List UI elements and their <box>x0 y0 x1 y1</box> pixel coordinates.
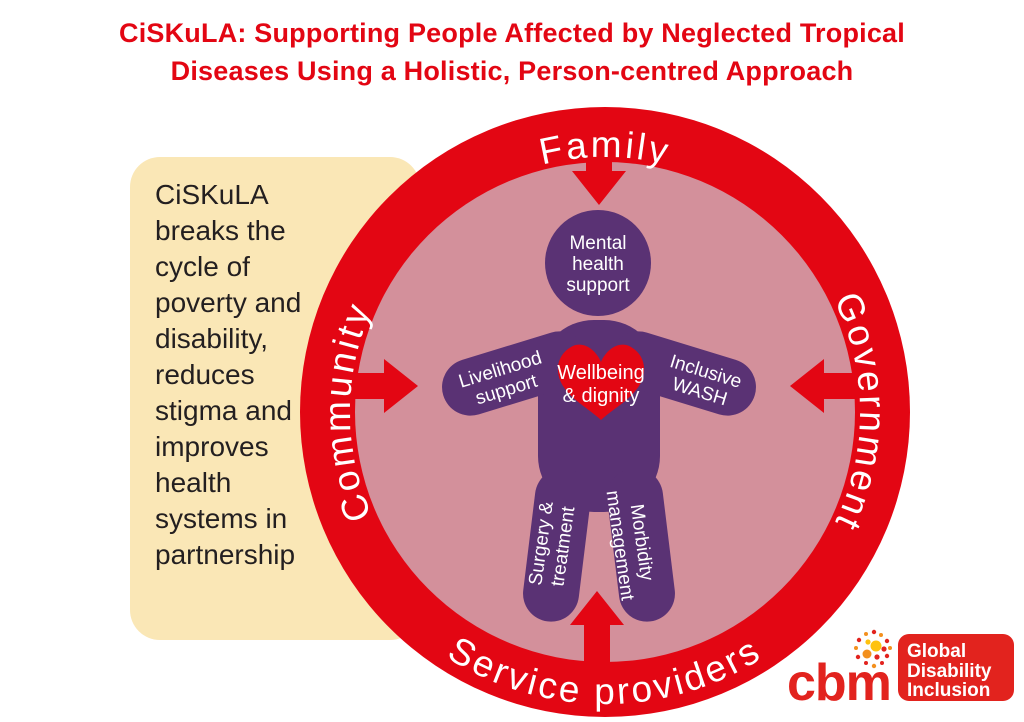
info-box-text: CiSKuLA breaks the cycle of poverty and … <box>155 179 302 570</box>
arrow-bottom-icon <box>570 591 624 686</box>
page-title: CiSKuLA: Supporting People Affected by N… <box>0 14 1024 90</box>
arrow-left-icon <box>323 359 418 413</box>
inward-arrows <box>323 110 885 686</box>
arrow-right-icon <box>790 359 885 413</box>
arrow-top-icon <box>572 110 626 205</box>
gdi-badge <box>898 634 1014 701</box>
heart-icon <box>557 344 645 420</box>
person-right-arm <box>610 331 756 416</box>
heart-label-line2: & dignity <box>563 385 640 407</box>
page-title-line2: Diseases Using a Holistic, Person-centre… <box>170 56 854 86</box>
page-title-line1: CiSKuLA: Supporting People Affected by N… <box>119 18 905 48</box>
head-label-line1: Mental <box>569 233 626 254</box>
person-left-arm <box>442 331 588 416</box>
cbm-logo: cbm Global Disability Inclusion <box>787 629 1014 712</box>
heart-label: Wellbeing & dignity <box>557 362 644 407</box>
gdi-badge-line1: Global <box>907 641 966 662</box>
head-label-line2: health <box>572 254 624 275</box>
person-figure <box>442 210 756 622</box>
person-left-leg <box>523 468 591 622</box>
gdi-badge-line3: Inclusion <box>907 680 990 701</box>
head-label-line3: support <box>566 275 630 296</box>
cbm-wordmark: cbm <box>787 654 891 712</box>
heart-label-line1: Wellbeing <box>557 362 644 384</box>
cbm-starburst-icon <box>854 629 892 669</box>
head-label: Mental health support <box>566 233 630 296</box>
person-head <box>545 210 651 316</box>
gdi-badge-line2: Disability <box>907 661 992 682</box>
person-right-leg <box>607 468 675 622</box>
